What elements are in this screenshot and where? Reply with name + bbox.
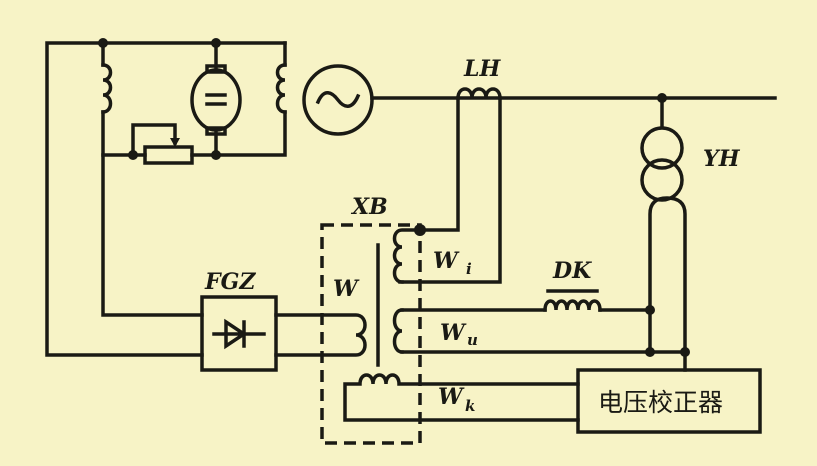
wire-exciter-feed — [101, 41, 204, 317]
label-wi-sub: i — [466, 260, 472, 278]
label-lh: LH — [463, 56, 501, 82]
rheostat-arrow — [170, 138, 180, 147]
label-fgz: FGZ — [204, 269, 256, 295]
yh-transformer-primary — [640, 126, 684, 170]
wire-rheostat-branch — [101, 41, 287, 157]
label-xb: XB — [350, 194, 388, 220]
field-coil-right — [275, 63, 287, 114]
label-wk: W — [438, 384, 465, 410]
wire-yh-secondary — [648, 196, 687, 372]
fgz-rectifier — [200, 295, 278, 372]
wi-coil — [392, 228, 422, 284]
wire-lh-to-wi — [398, 96, 502, 284]
ac-source-icon — [302, 64, 374, 136]
dc-symbol — [205, 93, 227, 106]
dc-machine-icon — [190, 68, 242, 132]
wk-coil — [343, 373, 580, 422]
label-yh: YH — [703, 146, 741, 172]
label-w: W — [333, 276, 360, 302]
rheostat — [143, 145, 194, 165]
yh-transformer-secondary — [640, 158, 684, 202]
diode-icon — [212, 318, 266, 350]
label-wk-sub: k — [465, 397, 475, 415]
label-wu-sub: u — [467, 331, 478, 349]
rheostat-tap — [131, 123, 177, 157]
brush-top — [205, 64, 227, 74]
wire-wu-dk — [400, 308, 687, 354]
voltage-corrector-label: 电压校正器 — [598, 388, 723, 417]
wu-coil — [392, 308, 404, 354]
sine-symbol — [315, 91, 361, 108]
w-coil — [274, 313, 367, 357]
dk-reactor — [543, 299, 602, 312]
wire-outer-loop — [45, 41, 287, 357]
brush-bottom — [205, 126, 227, 136]
xb-enclosure — [320, 223, 422, 445]
label-wi: W — [433, 248, 460, 274]
voltage-corrector-box — [576, 368, 762, 434]
label-dk: DK — [552, 258, 592, 284]
lh-transformer — [456, 87, 502, 100]
field-coil-left — [101, 63, 113, 114]
label-wu: W — [440, 320, 467, 346]
